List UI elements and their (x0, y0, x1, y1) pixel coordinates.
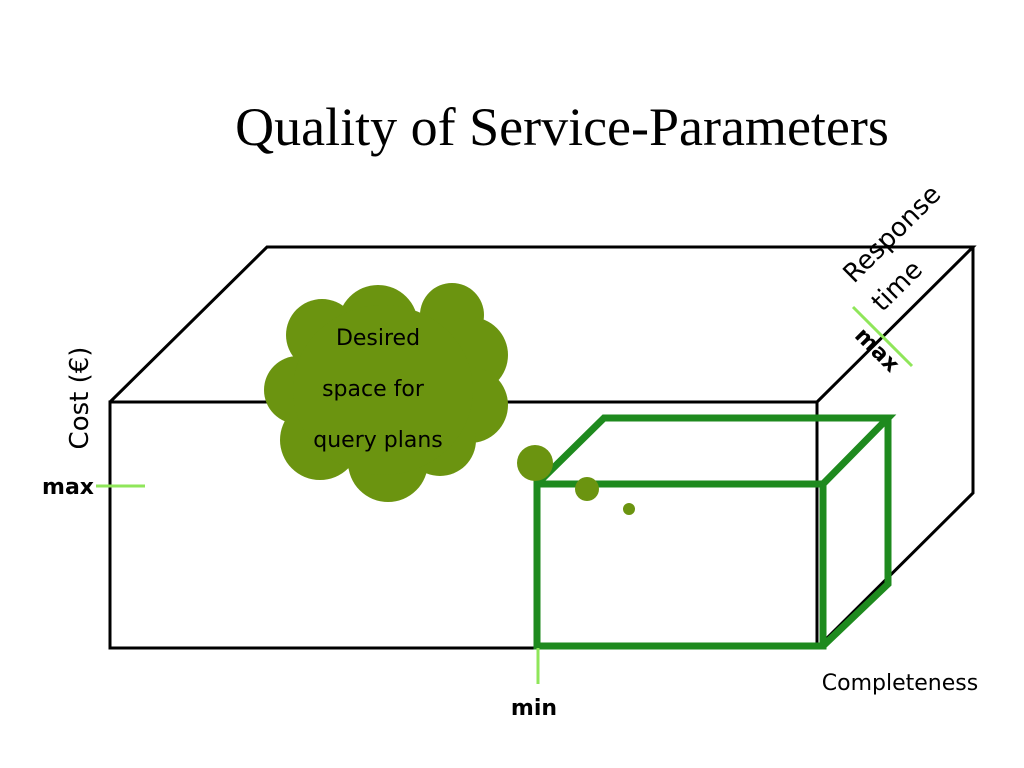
cloud-bubble-medium (575, 477, 599, 501)
cost-max-label: max (42, 475, 94, 500)
inner-box-side-face (820, 418, 892, 649)
outer-box-top-face (108, 245, 977, 404)
response-max-tick (851, 305, 914, 368)
inner-box-top-face (534, 414, 897, 487)
response-max-label: max (849, 323, 903, 377)
cloud-bubble-small (623, 503, 635, 515)
completeness-axis-label: Completeness (822, 671, 978, 696)
completeness-min-label: min (511, 696, 557, 721)
cloud-text-line3: query plans (313, 428, 442, 453)
outer-box-side-face (815, 247, 975, 650)
cloud-text-line1: Desired (336, 326, 420, 351)
desired-space-cloud (264, 283, 635, 515)
slide-title: Quality of Service-Parameters (235, 97, 889, 157)
cloud-bubble-large (517, 445, 553, 481)
cloud-text-line2: space for (322, 377, 425, 402)
inner-box-front-face (533, 480, 827, 650)
cost-axis-label: Cost (€) (65, 347, 95, 450)
inner-box (533, 414, 897, 650)
